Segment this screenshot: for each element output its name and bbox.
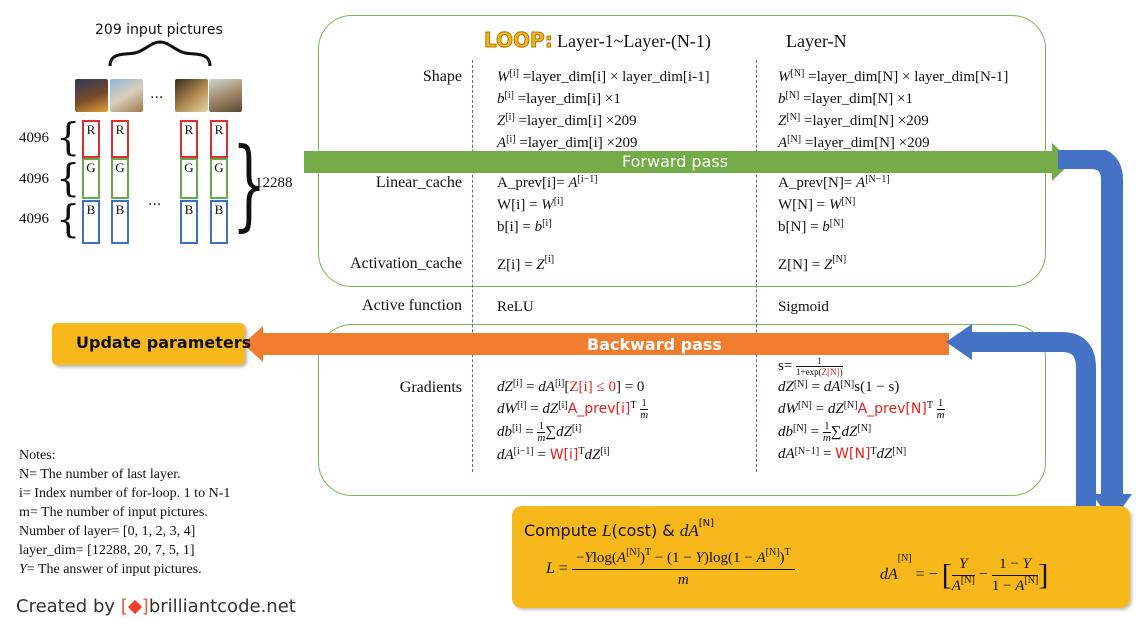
note-line: N= The number of last layer.	[19, 467, 181, 482]
cache-line: W[N] = W[N]	[778, 196, 856, 213]
row-label-linear-cache: Linear_cache	[375, 174, 462, 191]
gradient-da-line: dA[i−1] = W[i]TdZ[i]	[497, 446, 610, 464]
activation-function-col2: Sigmoid	[778, 299, 829, 315]
loop-label: LOOP:	[484, 28, 554, 53]
linear-cache-col1: A_prev[i]= A[i−1] W[i] = W[i] b[i] = b[i…	[497, 172, 598, 238]
channel-bar-g: G	[210, 158, 228, 199]
compute-cost-box	[512, 506, 1130, 608]
channel-bar-r: R	[111, 120, 129, 158]
channel-bar-r: R	[180, 120, 198, 158]
note-line: layer_dim= [12288, 20, 7, 5, 1]	[19, 543, 195, 558]
note-line: i= Index number of for-loop. 1 to N-1	[19, 486, 231, 501]
channel-bar-b: B	[111, 200, 129, 244]
shape-line: b[N] =layer_dim[N] ×1	[778, 90, 913, 107]
loop-arrow	[946, 150, 1132, 522]
channel-bar-r: R	[210, 120, 228, 158]
cache-line: b[N] = b[N]	[778, 218, 844, 235]
shape-line: W[N] =layer_dim[N] × layer_dim[N-1]	[778, 68, 1009, 85]
backward-pass-label: Backward pass	[587, 335, 722, 354]
cache-line: A_prev[i]= A[i−1]	[497, 174, 598, 191]
shape-line: Z[N] =layer_dim[N] ×209	[778, 112, 929, 129]
gradient-da-line: dA[N−1] = W[N]TdZ[N]	[778, 446, 907, 463]
notes-title: Notes:	[19, 448, 56, 463]
channel-bar-g: G	[111, 158, 129, 199]
shape-line: W[i] =layer_dim[i] × layer_dim[i-1]	[497, 68, 710, 85]
row-label-gradients: Gradients	[399, 379, 462, 396]
note-line: m= The number of input pictures.	[19, 505, 208, 520]
note-line: Number of layer= [0, 1, 2, 3, 4]	[19, 524, 196, 539]
channel-brace: {	[56, 197, 81, 241]
forward-pass-label: Forward pass	[622, 152, 729, 171]
shape-line: b[i] =layer_dim[i] ×1	[497, 90, 621, 107]
row-label-shape: Shape	[422, 68, 462, 85]
channel-bar-b: B	[82, 200, 100, 244]
column-divider-left	[472, 60, 473, 472]
cost-formula: L = −Ylog(A[N])T − (1 − Y)log(1 − A[N])T…	[546, 547, 795, 589]
notes: Notes: N= The number of last layer. i= I…	[19, 446, 230, 579]
channels-ellipsis: ...	[148, 193, 162, 209]
channel-bar-b: B	[210, 200, 228, 244]
channel-bar-b: B	[180, 200, 198, 244]
row-label-active-function: Active function	[362, 297, 462, 314]
input-picture-thumbnail	[209, 79, 242, 112]
update-parameters-label: Update parameters	[76, 333, 252, 352]
note-line: Y= The answer of input pictures.	[19, 562, 202, 577]
shape-line: Z[i] =layer_dim[i] ×209	[497, 112, 637, 129]
gradient-dz-line: dZ[i] = dA[i][Z[i] ≤ 0] = 0	[497, 378, 645, 395]
column-title-hidden-layers: Layer-1~Layer-(N-1)	[557, 31, 711, 51]
channel-bar-r: R	[82, 120, 100, 158]
brilliantcode-logo-icon: []	[120, 596, 149, 617]
activation-cache-col2: Z[N] = Z[N]	[778, 254, 847, 273]
column-divider-right	[756, 60, 757, 472]
backward-pass-arrow	[243, 326, 949, 362]
input-picture-thumbnail	[75, 79, 108, 112]
shape-line: A[i] =layer_dim[i] ×209	[497, 134, 638, 151]
column-title-output-layer: Layer-N	[786, 31, 847, 51]
gradients-col1: dZ[i] = dA[i][Z[i] ≤ 0] = 0 dW[i] = dZ[i…	[497, 376, 649, 466]
activation-function-col1: ReLU	[497, 299, 534, 315]
input-picture-thumbnail	[110, 79, 143, 112]
cache-line: b[i] = b[i]	[497, 218, 552, 235]
channel-size-label: 4096	[19, 211, 49, 227]
compute-cost-title: Compute L(cost) & dA[N]	[524, 518, 715, 540]
input-pictures-caption: 209 input pictures	[95, 22, 223, 38]
picture-group-brace	[108, 40, 212, 67]
channel-size-label: 4096	[19, 171, 49, 187]
row-label-activation-cache: Activation_cache	[350, 255, 462, 272]
channel-brace: {	[56, 115, 81, 159]
channel-bar-g: G	[82, 158, 100, 199]
backward-panel	[318, 324, 1046, 496]
cache-line: W[i] = W[i]	[497, 196, 564, 213]
activation-cache-col1: Z[i] = Z[i]	[497, 254, 555, 273]
forward-pass-arrow	[304, 143, 1072, 181]
pictures-ellipsis: ...	[150, 86, 164, 102]
channel-bar-g: G	[180, 158, 198, 199]
update-parameters-box	[52, 323, 245, 365]
channel-size-label: 4096	[19, 130, 49, 146]
channel-brace: {	[56, 156, 81, 200]
gradient-dz-line: dZ[N] = dA[N]s(1 − s)	[778, 379, 900, 396]
total-size-label: 12288	[255, 175, 293, 191]
shape-line: A[N] =layer_dim[N] ×209	[778, 134, 930, 151]
shape-col1: W[i] =layer_dim[i] × layer_dim[i-1] b[i]…	[497, 66, 710, 154]
input-picture-thumbnail	[175, 79, 208, 112]
credit: Created by []brilliantcode.net	[16, 596, 296, 617]
total-brace: }	[232, 128, 267, 242]
shape-col2: W[N] =layer_dim[N] × layer_dim[N-1] b[N]…	[778, 66, 1008, 154]
cache-line: A_prev[N]= A[N−1]	[778, 174, 890, 191]
linear-cache-col2: A_prev[N]= A[N−1] W[N] = W[N] b[N] = b[N…	[778, 172, 890, 238]
